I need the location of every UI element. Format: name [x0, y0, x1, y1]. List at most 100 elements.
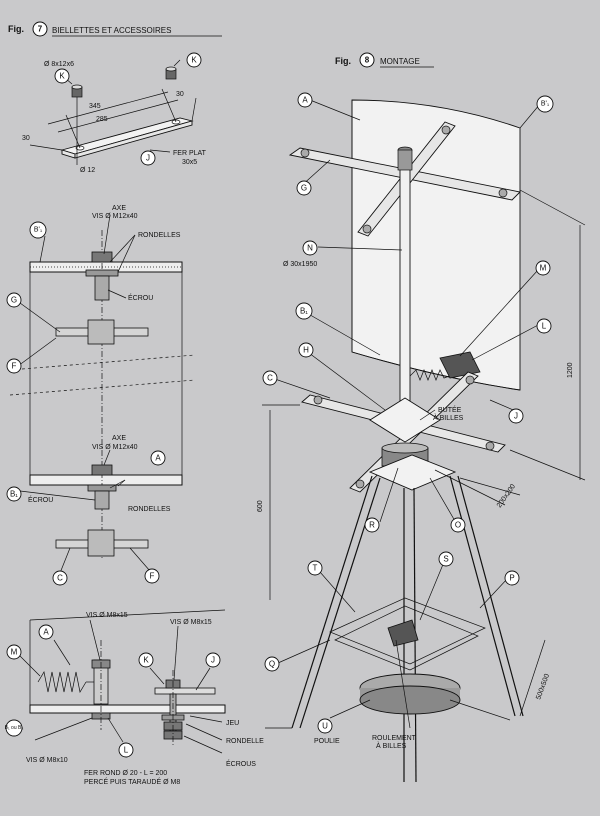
rondelle-label: RONDELLE — [226, 738, 264, 745]
ecrous-label: ÉCROUS — [226, 759, 256, 768]
callout-l-detail-text: L — [124, 746, 129, 755]
callout-r-montage-text: R — [369, 521, 375, 530]
callout-l-montage — [536, 318, 552, 334]
callout-j — [140, 150, 156, 166]
callout-b1-or-b3 — [5, 719, 23, 737]
axle-dim-label: Ø 30x1950 — [283, 261, 317, 268]
dim-500x500: 500x500 — [535, 673, 551, 701]
fig7-number-circle — [32, 21, 48, 37]
ecrou-top-label: ÉCROU — [128, 293, 153, 302]
callout-p-montage-text: P — [509, 574, 514, 583]
callout-r-montage — [364, 517, 380, 533]
callout-g-section — [6, 292, 22, 308]
callout-t-montage — [307, 560, 323, 576]
dim-285: 285 — [96, 116, 108, 123]
fer-rond-label: FER ROND Ø 20 - L = 200 — [84, 770, 167, 777]
callout-o-montage-text: O — [455, 521, 461, 530]
callout-n-montage-text: N — [307, 244, 313, 253]
callout-b1prime-text: B'₁ — [34, 227, 43, 234]
bar-size-label: 30x5 — [182, 159, 197, 166]
callout-a-montage-text: A — [302, 96, 308, 105]
callout-m-montage — [535, 260, 551, 276]
windmill-assembly-drawing — [262, 99, 586, 783]
bar-material-label: FER PLAT — [173, 150, 207, 157]
vis-top-label: VIS Ø M12x40 — [92, 213, 138, 220]
callout-g-section-text: G — [11, 296, 17, 305]
poulie-label: POULIE — [314, 738, 340, 745]
callout-l-detail — [118, 742, 134, 758]
callout-g-montage — [296, 180, 312, 196]
callout-k-left — [54, 68, 70, 84]
callout-b1-section-text: B₁ — [10, 490, 18, 499]
callout-k-detail-text: K — [143, 656, 149, 665]
hole-dim-label: Ø 12 — [80, 167, 95, 174]
callout-c-section — [52, 570, 68, 586]
vis-bottom-label: VIS Ø M12x40 — [92, 444, 138, 451]
callout-f-section-text: F — [12, 362, 17, 371]
callout-n-montage — [302, 240, 318, 256]
callout-a-section — [150, 450, 166, 466]
fig7-prefix: Fig. — [8, 24, 24, 34]
dim-30-left: 30 — [22, 135, 30, 142]
fig8-prefix: Fig. — [335, 56, 351, 66]
jeu-label: JEU — [226, 720, 239, 727]
callout-k-detail — [138, 652, 154, 668]
callout-j-montage — [508, 408, 524, 424]
callout-u-montage-text: U — [322, 722, 328, 731]
callout-q-montage — [264, 656, 280, 672]
callout-q-montage-text: Q — [269, 660, 275, 669]
callout-b1-montage — [295, 302, 313, 320]
callout-g-montage-text: G — [301, 184, 307, 193]
callout-s-montage-text: S — [443, 555, 448, 564]
callout-k-left-text: K — [59, 72, 65, 81]
callout-f-section-bottom-text: F — [150, 572, 155, 581]
callout-b1-montage-text: B₁ — [300, 307, 308, 316]
callout-c-montage — [262, 370, 278, 386]
callout-m-montage-text: M — [540, 264, 547, 273]
bushing-right — [165, 66, 177, 80]
perce-label: PERCÉ PUIS TARAUDÉ Ø M8 — [84, 777, 180, 786]
fig7-title: BIELLETTES ET ACCESSOIRES — [52, 26, 171, 35]
callout-c-montage-text: C — [267, 374, 273, 383]
axe-top-label: AXE — [112, 205, 126, 212]
callout-k-right — [186, 52, 202, 68]
roulement-a-billes-label: À BILLES — [376, 741, 407, 750]
butee-label: BUTÉE — [438, 405, 462, 414]
callout-a-detail-text: A — [43, 628, 49, 637]
callout-k-right-text: K — [191, 56, 197, 65]
callout-b1prime-montage-text: B'₁ — [541, 101, 550, 108]
callout-b1-section — [6, 486, 22, 502]
callout-a-detail — [38, 624, 54, 640]
callout-p-montage — [504, 570, 520, 586]
callout-m-detail — [6, 644, 22, 660]
vis-m8x10-label: VIS Ø M8x10 — [26, 757, 68, 764]
callout-c-section-text: C — [57, 574, 63, 583]
dim-600: 600 — [257, 500, 264, 512]
callout-j-detail-text: J — [211, 656, 215, 665]
ecrou-bottom-label: ÉCROU — [28, 495, 53, 504]
callout-o-montage — [450, 517, 466, 533]
rondelles-bottom-label: RONDELLES — [128, 506, 171, 513]
callout-j-detail — [205, 652, 221, 668]
callout-h-montage — [298, 342, 314, 358]
axe-bottom-label: AXE — [112, 435, 126, 442]
callout-l-montage-text: L — [542, 322, 547, 331]
rondelles-top-label: RONDELLES — [138, 232, 181, 239]
callout-u-montage — [317, 718, 333, 734]
callout-m-detail-text: M — [11, 648, 18, 657]
flat-bar-j — [60, 117, 194, 159]
dim-200x200: 200x200 — [496, 483, 517, 509]
callout-b1prime-montage — [536, 95, 554, 113]
spring-detail-drawing — [19, 609, 226, 754]
dim-1200: 1200 — [567, 362, 574, 378]
fig8-number: 8 — [365, 56, 370, 65]
roulement-label: ROULEMENT — [372, 735, 417, 742]
callout-j-montage-text: J — [514, 412, 518, 421]
callout-f-section-bottom — [144, 568, 160, 584]
vis-m8x15-right-label: VIS Ø M8x15 — [170, 619, 212, 626]
callout-b1-or-b3-text: B₁ ou B₃ — [5, 725, 24, 731]
fig7-number: 7 — [38, 25, 43, 34]
bushing-dim-label: Ø 8x12x6 — [44, 61, 74, 68]
fig7-dimension-lines — [29, 59, 197, 165]
